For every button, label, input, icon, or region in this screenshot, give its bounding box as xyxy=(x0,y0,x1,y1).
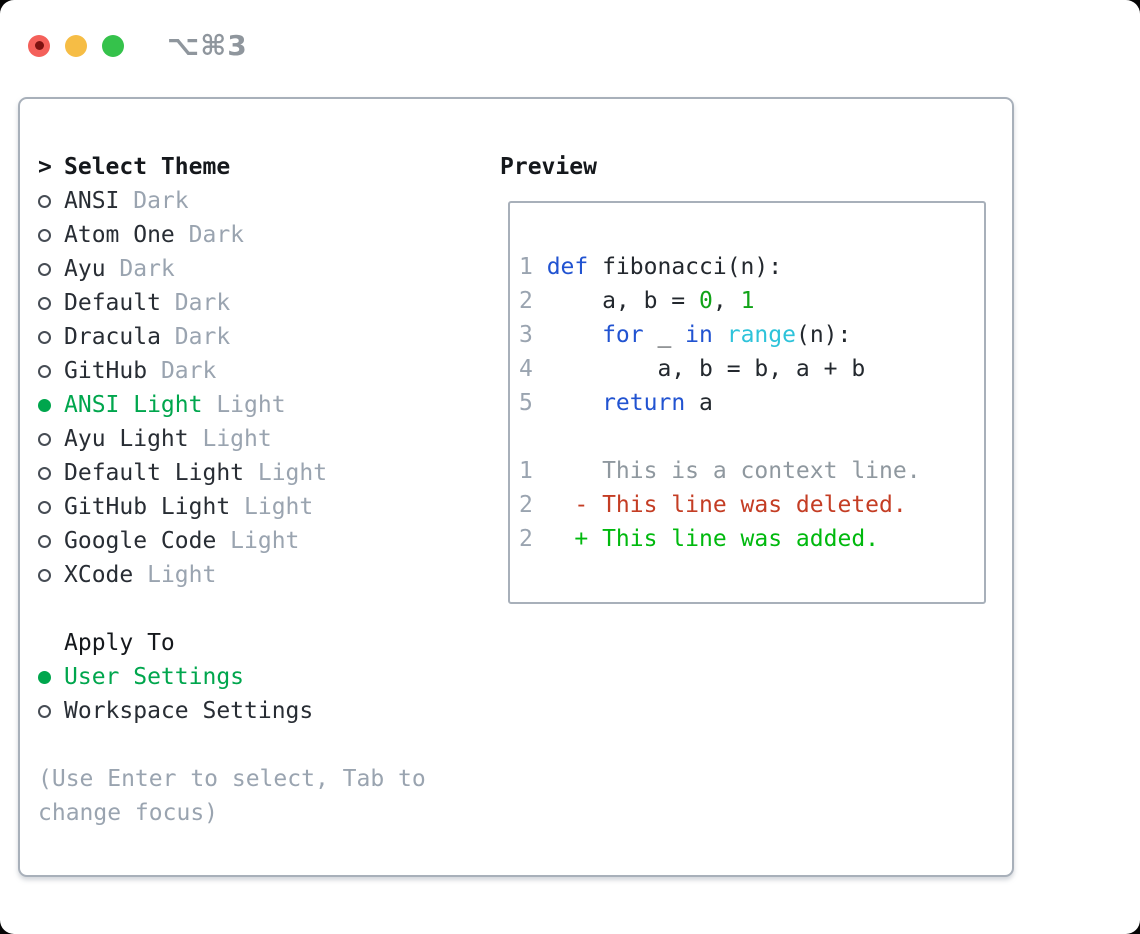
theme-variant: Light xyxy=(216,392,286,418)
radio-icon xyxy=(38,398,51,412)
code-line: 1 This is a context line. xyxy=(519,454,984,488)
line-number: 4 xyxy=(519,356,533,382)
radio-icon xyxy=(38,296,51,310)
prompt-icon: > xyxy=(38,154,52,180)
theme-item[interactable]: XCode Light xyxy=(38,558,448,592)
titlebar: ⌥⌘3 xyxy=(28,29,248,62)
theme-variant: Light xyxy=(202,426,272,452)
spacer xyxy=(38,592,448,626)
radio-icon xyxy=(38,534,51,548)
apply-option-label: Workspace Settings xyxy=(64,698,314,724)
radio-icon xyxy=(38,194,51,208)
line-number: 1 xyxy=(519,254,533,280)
theme-item[interactable]: ANSI Dark xyxy=(38,184,448,218)
theme-item[interactable]: Ayu Light Light xyxy=(38,422,448,456)
code-line: 2 - This line was deleted. xyxy=(519,488,984,522)
radio-icon xyxy=(38,704,51,718)
theme-variant: Dark xyxy=(188,222,245,248)
code-line: 2 a, b = 0, 1 xyxy=(519,284,984,318)
theme-name: Ayu Light xyxy=(64,426,189,452)
code-line xyxy=(519,420,984,454)
theme-name: GitHub Light xyxy=(64,494,231,520)
line-number: 3 xyxy=(519,322,533,348)
radio-icon xyxy=(38,228,51,242)
theme-name: GitHub xyxy=(64,358,148,384)
zoom-button[interactable] xyxy=(102,34,124,57)
code-line: 5 return a xyxy=(519,386,984,420)
theme-item[interactable]: Ayu Dark xyxy=(38,252,448,286)
line-number: 1 xyxy=(519,458,533,484)
theme-variant: Light xyxy=(244,494,314,520)
theme-item[interactable]: ANSI Light Light xyxy=(38,388,448,422)
select-theme-header: > Select Theme xyxy=(38,150,448,184)
theme-variant: Dark xyxy=(160,358,217,384)
theme-item[interactable]: GitHub Light Light xyxy=(38,490,448,524)
minimize-button[interactable] xyxy=(65,34,87,57)
line-number: 2 xyxy=(519,288,533,314)
code-line: 3 for _ in range(n): xyxy=(519,318,984,352)
line-number: 2 xyxy=(519,492,533,518)
theme-variant: Dark xyxy=(133,188,189,214)
radio-icon xyxy=(38,670,51,684)
radio-icon xyxy=(38,500,51,514)
radio-icon xyxy=(38,568,51,582)
apply-to-list: User Settings Workspace Settings xyxy=(38,660,448,728)
theme-name: XCode xyxy=(64,562,134,588)
theme-variant: Dark xyxy=(119,256,175,282)
close-button[interactable] xyxy=(28,34,50,57)
apply-option[interactable]: User Settings xyxy=(38,660,448,694)
theme-item[interactable]: Default Dark xyxy=(38,286,448,320)
theme-name: Default Light xyxy=(64,460,245,486)
radio-icon xyxy=(38,364,51,378)
theme-item[interactable]: Default Light Light xyxy=(38,456,448,490)
radio-icon xyxy=(38,262,51,276)
theme-variant: Light xyxy=(230,528,300,554)
theme-name: Default xyxy=(64,290,161,316)
select-theme-title: Select Theme xyxy=(64,154,231,180)
apply-to-header: Apply To xyxy=(38,626,448,660)
traffic-lights xyxy=(28,34,124,57)
theme-item[interactable]: Dracula Dark xyxy=(38,320,448,354)
preview-title: Preview xyxy=(500,154,597,180)
line-number: 2 xyxy=(519,526,533,552)
line-number xyxy=(519,420,533,454)
radio-icon xyxy=(38,330,51,344)
apply-option[interactable]: Workspace Settings xyxy=(38,694,448,728)
theme-item[interactable]: Google Code Light xyxy=(38,524,448,558)
theme-name: Google Code xyxy=(64,528,217,554)
radio-icon xyxy=(38,432,51,446)
theme-variant: Light xyxy=(257,460,328,486)
theme-name: Atom One xyxy=(64,222,175,248)
apply-to-title: Apply To xyxy=(64,630,175,656)
line-number: 5 xyxy=(519,390,533,416)
theme-name: ANSI Light xyxy=(64,392,203,418)
hint-text: (Use Enter to select, Tab to change focu… xyxy=(38,766,426,826)
close-dot-icon xyxy=(34,41,44,50)
theme-variant: Dark xyxy=(174,290,231,316)
theme-item[interactable]: Atom One Dark xyxy=(38,218,448,252)
theme-name: Dracula xyxy=(64,324,161,350)
theme-item[interactable]: GitHub Dark xyxy=(38,354,448,388)
theme-variant: Light xyxy=(147,562,217,588)
radio-icon xyxy=(38,466,51,480)
code-line: 4 a, b = b, a + b xyxy=(519,352,984,386)
window-title: ⌥⌘3 xyxy=(167,29,248,62)
theme-name: Ayu xyxy=(64,256,106,282)
theme-name: ANSI xyxy=(64,188,120,214)
theme-variant: Dark xyxy=(174,324,231,350)
apply-option-label: User Settings xyxy=(64,664,245,690)
code-line: 2 + This line was added. xyxy=(519,522,984,556)
